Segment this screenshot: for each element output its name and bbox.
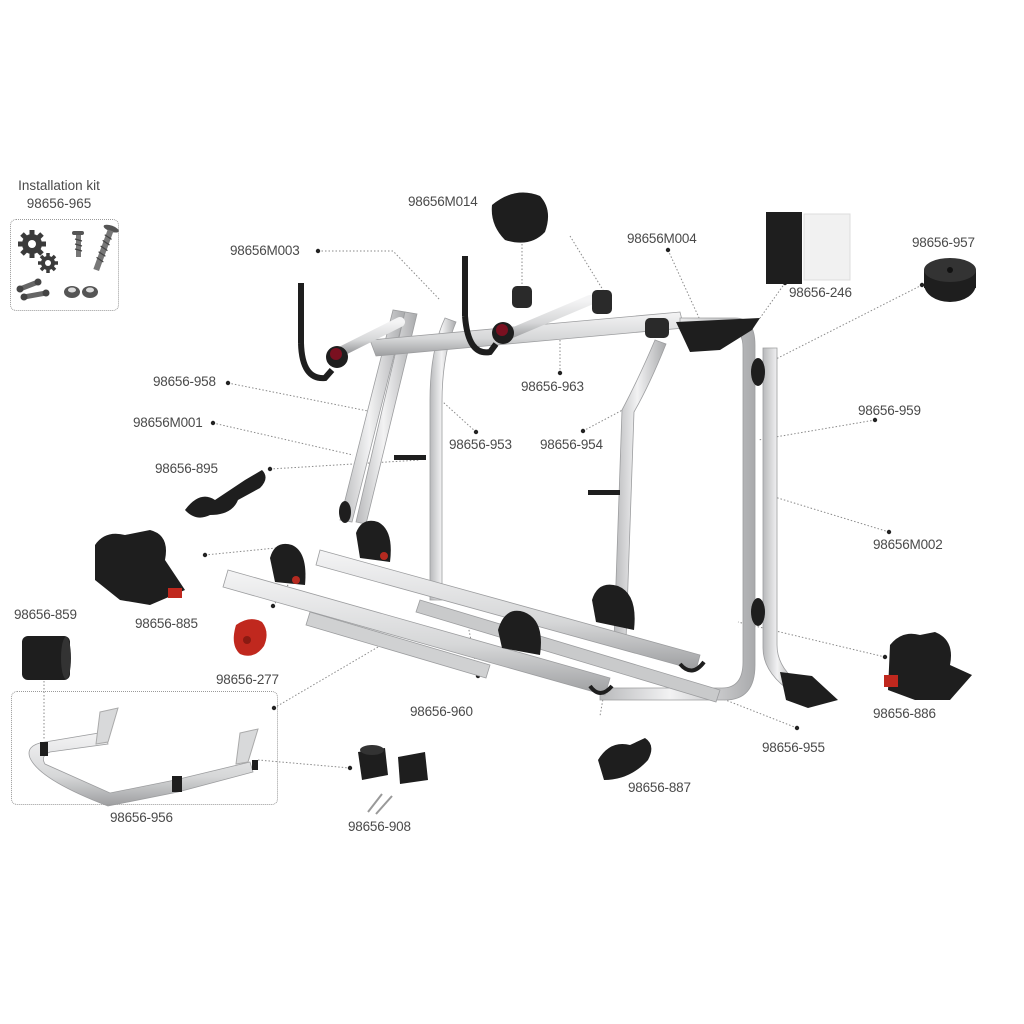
end-cap-887	[598, 738, 652, 780]
screw-icon	[72, 231, 84, 257]
foot-mount	[780, 672, 838, 708]
bracket-right	[588, 490, 620, 495]
wrench-895	[185, 470, 266, 518]
part-label-98656-963: 98656-963	[521, 379, 584, 394]
long-screw-icon	[93, 224, 119, 272]
part-label-98656-887: 98656-887	[628, 780, 691, 795]
rail-end-cap	[588, 684, 614, 695]
tube-clamps-963	[512, 286, 669, 338]
part-label-98656-885: 98656-885	[135, 616, 198, 631]
part-label-98656-246: 98656-246	[789, 285, 852, 300]
part-label-98656-953: 98656-953	[449, 437, 512, 452]
wheel-holder-886	[884, 632, 972, 700]
part-label-98656M001: 98656M001	[133, 415, 203, 430]
gear-icon	[18, 230, 46, 258]
bike-arm-right	[462, 256, 595, 356]
wheel-holder-885	[95, 530, 185, 605]
part-label-98656-959: 98656-959	[858, 403, 921, 418]
wheel-rail-front	[222, 569, 611, 696]
rail-support	[305, 611, 491, 679]
part-label-98656-957: 98656-957	[912, 235, 975, 250]
chain-link-icon	[16, 278, 50, 301]
rail-end-cap	[678, 660, 706, 673]
spoiler-mount-m004	[676, 318, 760, 352]
installation-kit-box	[10, 219, 119, 311]
sleeve-859	[22, 636, 71, 680]
part-label-98656-277: 98656-277	[216, 672, 279, 687]
part-label-98656-886: 98656-886	[873, 706, 936, 721]
installation-kit-label: Installation kit	[18, 178, 100, 193]
frame-tube-953	[429, 317, 457, 601]
wheel-holders	[270, 520, 635, 655]
part-label-98656-960: 98656-960	[410, 704, 473, 719]
adapter-bar-group-box	[11, 691, 278, 805]
rail-cross	[415, 599, 721, 703]
part-label-98656M003: 98656M003	[230, 243, 300, 258]
part-label-98656M014: 98656M014	[408, 194, 478, 209]
red-knob-277	[233, 619, 267, 656]
part-label-98656-908: 98656-908	[348, 819, 411, 834]
installation-kit-part-number: 98656-965	[26, 196, 92, 211]
part-label-98656-954: 98656-954	[540, 437, 603, 452]
part-label-98656-958: 98656-958	[153, 374, 216, 389]
part-label-98656M004: 98656M004	[627, 231, 697, 246]
part-label-98656-955: 98656-955	[762, 740, 825, 755]
part-label-98656-895: 98656-895	[155, 461, 218, 476]
installation-kit-title: Installation kit 98656-965	[18, 177, 100, 213]
clamp-bottom	[751, 598, 765, 626]
part-label-98656M002: 98656M002	[873, 537, 943, 552]
cover-m014	[491, 192, 549, 243]
adapter-bar-956	[28, 707, 259, 807]
small-gear-icon	[38, 253, 58, 273]
pad-white	[803, 213, 851, 281]
washer-icon	[64, 286, 98, 298]
part-label-98656-956: 98656-956	[110, 810, 173, 825]
clamp-top	[751, 358, 765, 386]
part-label-98656-859: 98656-859	[14, 607, 77, 622]
frame-top-bar	[369, 311, 685, 357]
end-plug-957	[924, 258, 976, 302]
bracket-left	[394, 455, 426, 460]
holders-908	[358, 745, 428, 815]
frame-vertical-m002	[762, 347, 796, 689]
pad-black	[766, 212, 802, 284]
bike-arm-left	[298, 283, 405, 382]
installation-kit-icons	[16, 224, 119, 301]
frame-left-tube	[339, 309, 418, 525]
